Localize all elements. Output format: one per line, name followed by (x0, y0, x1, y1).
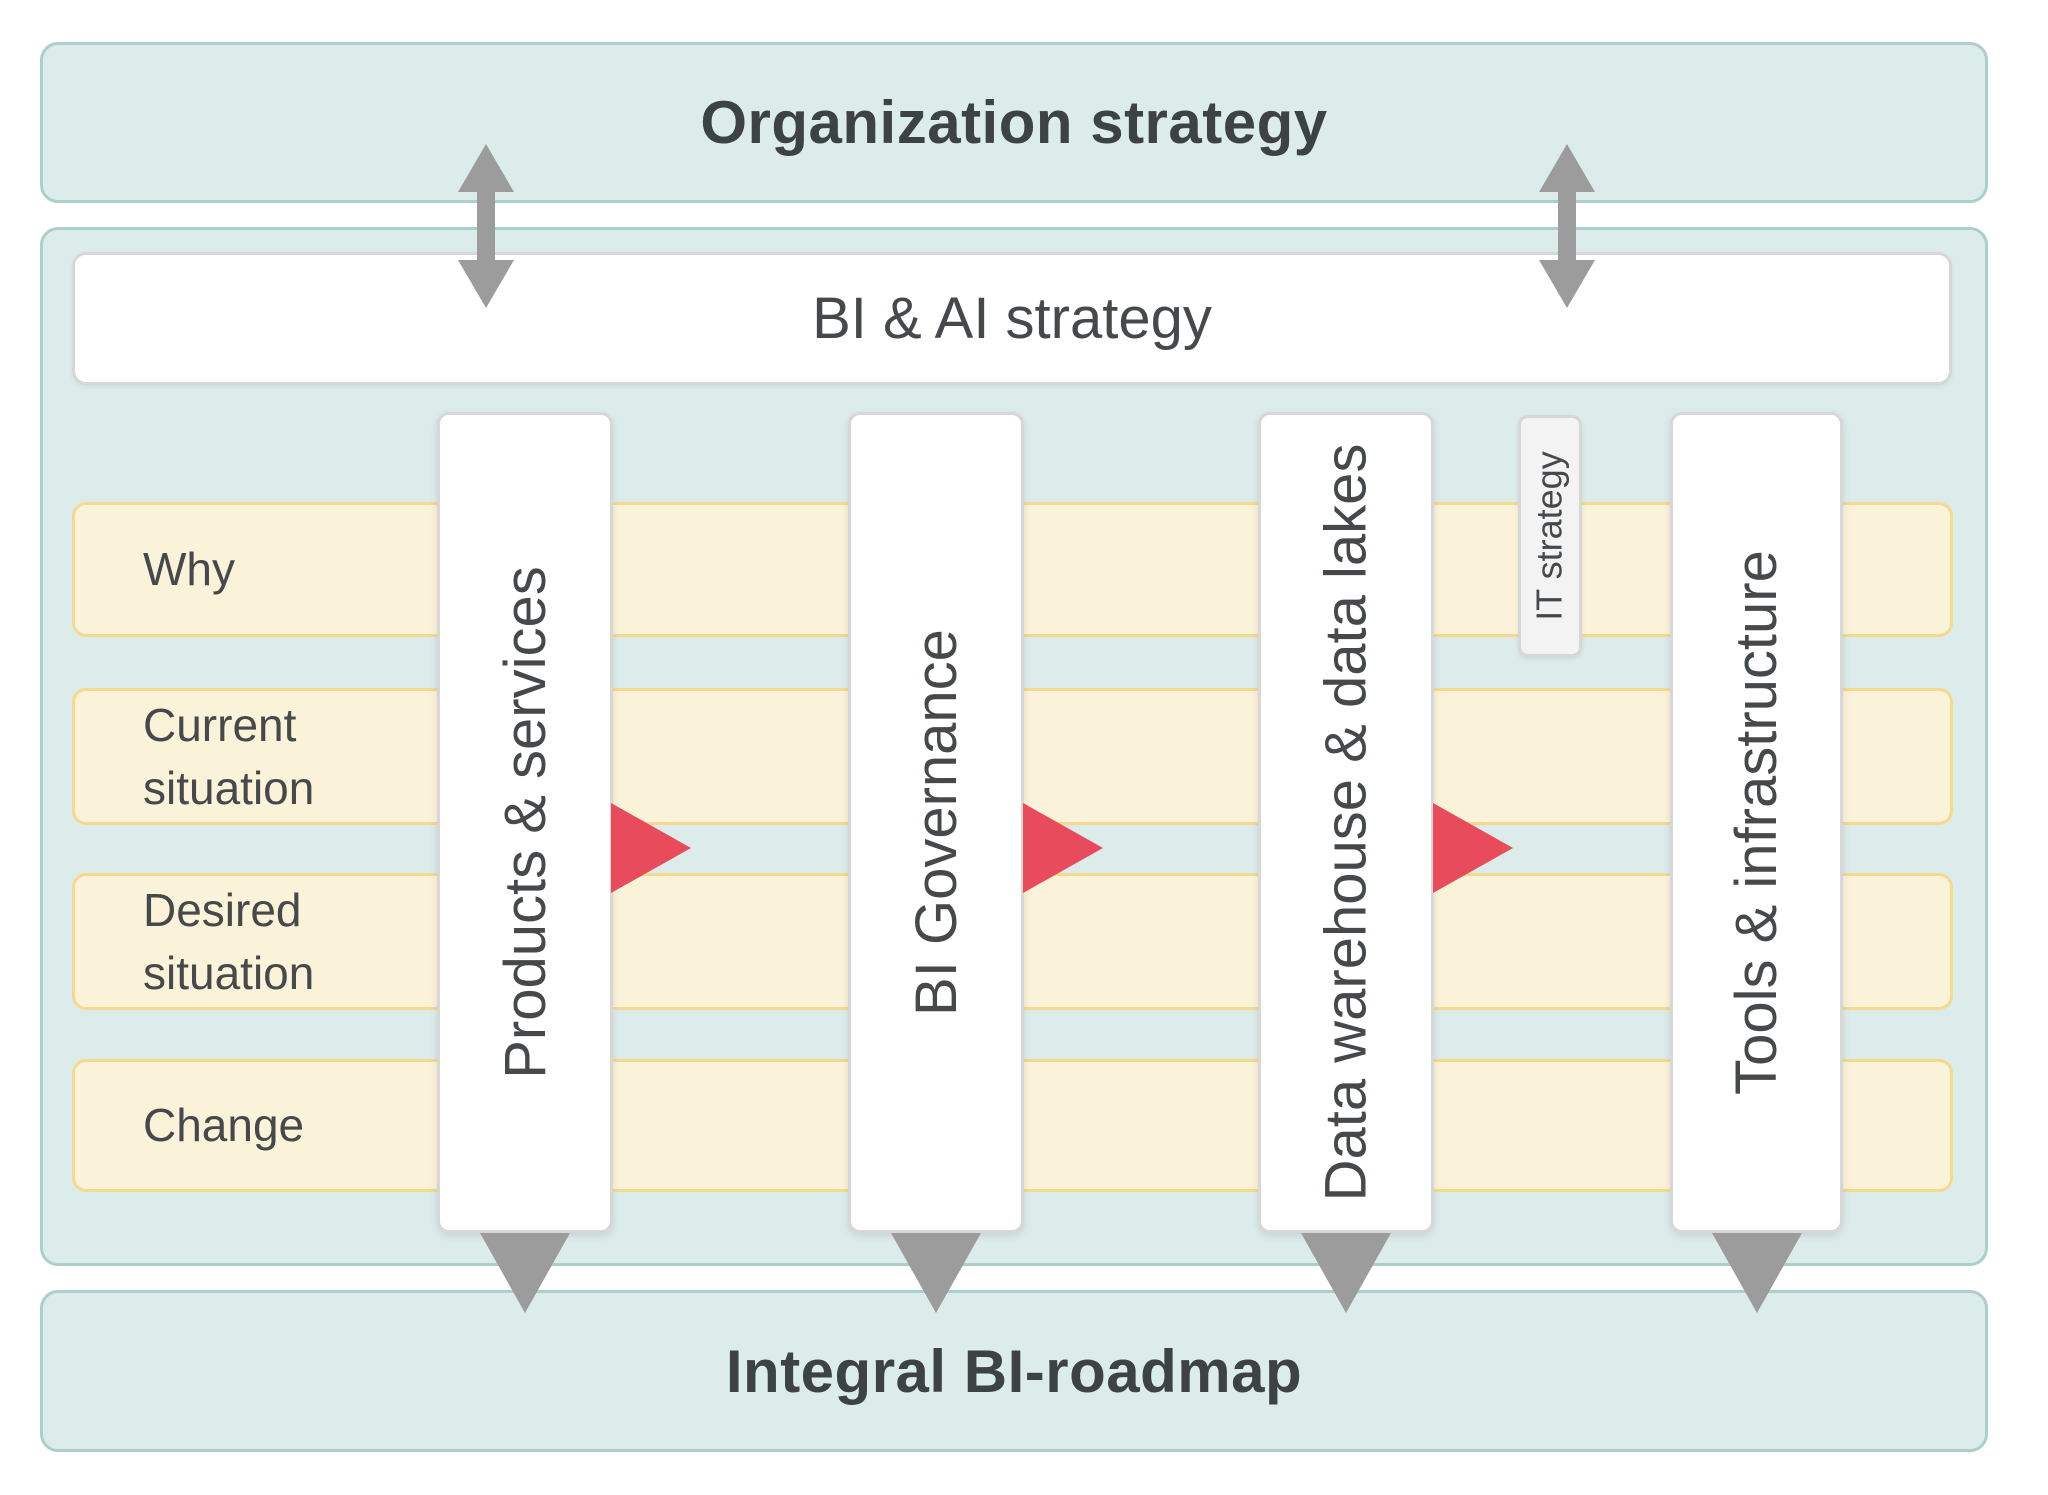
column-bi-governance-label: BI Governance (903, 629, 969, 1016)
column-products-services-label: Products & services (492, 566, 558, 1079)
row-desired-situation-label: Desired situation (143, 884, 315, 999)
right-arrow-icon (611, 803, 691, 893)
row-current-situation-label: Current situation (143, 699, 315, 814)
integral-bi-roadmap-box: Integral BI-roadmap (40, 1290, 1988, 1452)
organization-strategy-box: Organization strategy (40, 42, 1988, 203)
column-tools-infrastructure: Tools & infrastructure (1670, 412, 1843, 1233)
column-data-warehouse-data-lakes-label: Data warehouse & data lakes (1313, 443, 1379, 1202)
column-bi-governance: BI Governance (848, 412, 1024, 1233)
row-why-label: Why (143, 543, 235, 596)
column-data-warehouse-data-lakes: Data warehouse & data lakes (1258, 412, 1434, 1233)
down-arrow-icon (891, 1233, 981, 1313)
down-arrow-icon (480, 1233, 570, 1313)
organization-strategy-title: Organization strategy (700, 89, 1328, 156)
right-arrow-icon (1023, 803, 1103, 893)
right-arrow-icon (1433, 803, 1513, 893)
down-arrow-icon (1712, 1233, 1802, 1313)
bi-ai-strategy-box: BI & AI strategy (72, 252, 1952, 385)
it-strategy-box: IT strategy (1518, 415, 1582, 657)
up-down-arrow-icon (1539, 144, 1595, 308)
it-strategy-label: IT strategy (1529, 451, 1570, 621)
down-arrow-icon (1301, 1233, 1391, 1313)
column-tools-infrastructure-label: Tools & infrastructure (1724, 550, 1789, 1095)
integral-bi-roadmap-title: Integral BI-roadmap (725, 1337, 1303, 1405)
row-change-label: Change (143, 1099, 305, 1152)
column-products-services: Products & services (437, 412, 613, 1233)
bi-ai-strategy-label: BI & AI strategy (812, 286, 1212, 351)
up-down-arrow-icon (458, 144, 514, 308)
